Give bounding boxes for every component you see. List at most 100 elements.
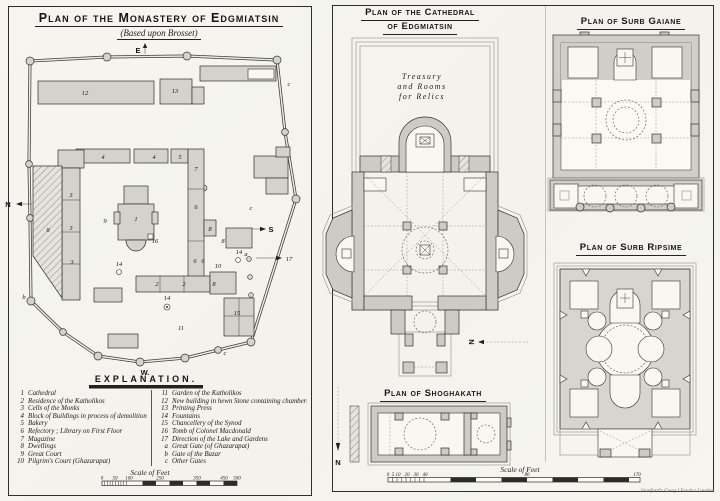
south-arrow-icon: [260, 226, 266, 232]
compass-north-label: N: [5, 200, 10, 209]
cathedral-side-apses: [322, 205, 528, 303]
scale-tick: 100: [125, 477, 133, 482]
compass-east-label: E: [135, 46, 140, 55]
gaiane-narthex: [547, 177, 705, 213]
column-divider-rule: [545, 6, 546, 462]
legend-item-text: Garden of the Katholikos: [172, 390, 242, 397]
east-arrow-icon: [142, 43, 148, 48]
cathedral-title: Plan of the Cathedral of Edgmiatsin: [342, 7, 498, 35]
legend-item-text: Great Court: [28, 450, 62, 458]
compass-north-label: N: [467, 339, 476, 344]
enclosure-wall: [25, 51, 301, 367]
plan-label: 5: [178, 154, 182, 161]
plan-label: c: [250, 205, 253, 212]
legend-item-text: Gate of the Bazar: [172, 450, 221, 458]
legend-item-number: 16: [161, 427, 168, 435]
legend-item-number: 13: [161, 405, 168, 413]
legend-item-number: 5: [20, 420, 24, 428]
scale-tick: 500: [233, 477, 241, 482]
legend-item-text: Refectory ; Library on First Floor: [28, 427, 123, 435]
plan-label: 1: [134, 216, 137, 223]
monastery-title: Plan of the Monastery of Edgmiatsin: [10, 11, 308, 28]
plan-label: 16: [152, 238, 159, 245]
plan-label: c: [288, 81, 291, 88]
gaiane-body: [552, 31, 700, 179]
scale-tick: 350: [193, 477, 201, 482]
legend-item-number: c: [164, 458, 168, 466]
scale-tick: 0: [101, 477, 104, 482]
legend-item-number: 12: [161, 397, 168, 405]
monastery-subtitle: (Based upon Brosset): [10, 28, 308, 40]
legend-item: 13 Printing Press: [157, 405, 307, 413]
publisher-imprint: Stanford's Geog.l Estab.t London: [640, 488, 714, 494]
north-arrow-icon: [16, 201, 22, 207]
legend-item-number: a: [164, 443, 168, 451]
plan-label: 15: [234, 310, 241, 317]
shoghakath-north-arrow: N: [335, 387, 341, 467]
plan-label: 6: [194, 204, 198, 211]
legend-item-text: Residence of the Katholikos: [28, 397, 105, 405]
west-wall-strip: [349, 405, 360, 463]
cathedral-porch: [390, 309, 460, 377]
scale-tick: 20: [405, 473, 411, 478]
plan-label: 8: [212, 281, 216, 288]
scale-bar-graphic: [387, 477, 641, 483]
cathedral-walls: [351, 116, 499, 311]
legend-item-text: Printing Press: [172, 405, 212, 413]
legend-item-number: 4: [20, 412, 24, 420]
plan-label: c: [224, 350, 227, 357]
legend-item-text: Tomb of Colonel Macdonald: [172, 427, 251, 435]
legend-item-number: 3: [20, 405, 24, 413]
cathedral-plan-drawing: N: [322, 37, 529, 377]
legend-item-number: 14: [161, 412, 168, 420]
shoghakath-plan-drawing: [349, 402, 512, 466]
plan-label: 17: [286, 256, 293, 263]
ripsime-title: Plan of Surb Ripsime: [555, 242, 707, 256]
scale-tick: 170: [633, 473, 641, 478]
compass-west-label: W.: [141, 368, 150, 377]
scale-title: Scale of Feet: [130, 468, 170, 477]
plan-label: 14: [164, 295, 171, 302]
plan-label: 2: [182, 281, 186, 288]
legend-item: 16 Tomb of Colonel Macdonald: [157, 428, 307, 436]
lake-direction-arrow: [256, 255, 282, 261]
legend-item-text: Fountains: [172, 412, 200, 420]
plan-label: b: [22, 294, 26, 301]
legend-item-text: Dwellings: [28, 443, 56, 451]
north-arrow-icon: [478, 339, 484, 345]
shoghakath-title: Plan of Shoghakath: [352, 388, 514, 402]
treasury-label: Treasury and Rooms for Relics: [397, 72, 447, 101]
legend-item-number: 7: [20, 435, 24, 443]
legend-item-text: Cathedral: [28, 390, 56, 397]
scale-title: Scale of Feet: [500, 465, 540, 474]
scale-tick: 50: [113, 477, 119, 482]
scale-tick: 5: [392, 473, 395, 478]
plan-label: 4: [101, 154, 105, 161]
plan-label: 4: [152, 154, 156, 161]
compass-monastery: E N S W.: [5, 43, 274, 377]
compass-south-label: S: [268, 225, 273, 234]
scale-bar-graphic: [101, 480, 238, 486]
north-arrow-icon: [335, 443, 341, 451]
legend-item-number: 1: [20, 390, 24, 397]
shoghakath-body: [367, 402, 512, 466]
arrow-right-icon: [276, 255, 282, 261]
scale-tick: 10: [396, 473, 402, 478]
plan-label: 10: [215, 263, 222, 270]
